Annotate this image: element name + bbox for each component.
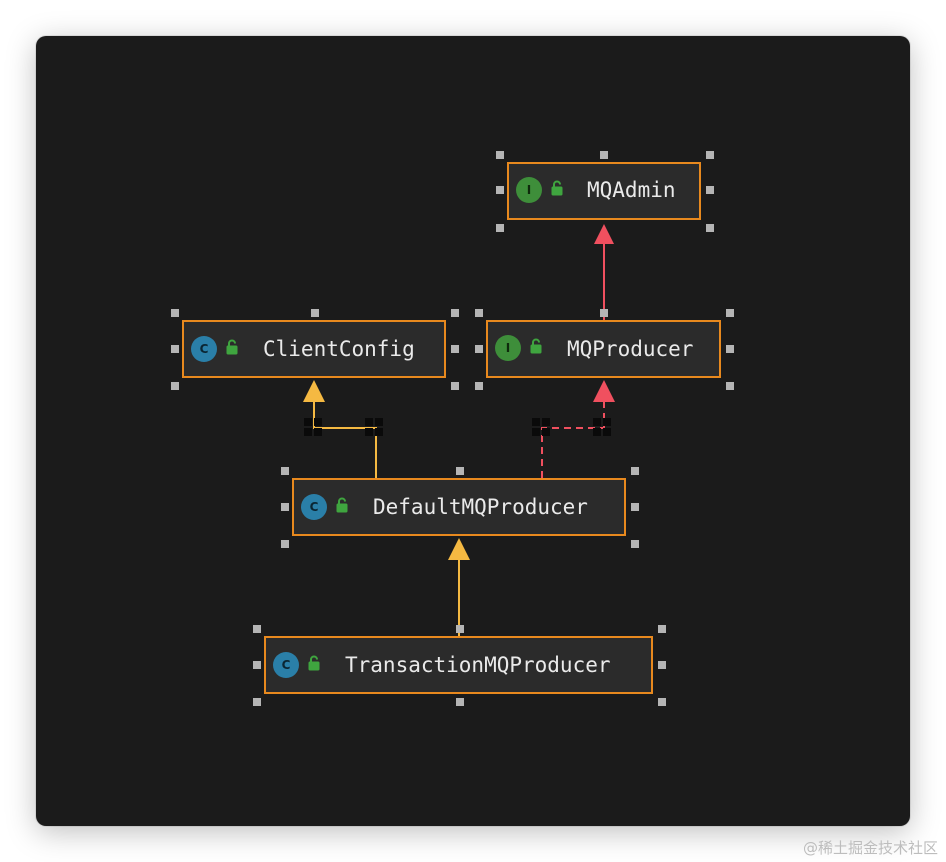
node-label: MQProducer (567, 337, 693, 361)
edge-defaultmqproducer-extends-clientconfig (303, 380, 383, 478)
class-icon: C (191, 336, 217, 362)
edges (303, 224, 615, 636)
node-mqproducer[interactable]: I MQProducer (475, 309, 734, 390)
node-mqadmin[interactable]: I MQAdmin (496, 151, 714, 232)
bend-handle-right (532, 418, 611, 436)
watermark-text: @稀土掘金技术社区 (802, 839, 938, 857)
selection-handles (253, 625, 666, 706)
node-clientconfig[interactable]: C ClientConfig (171, 309, 459, 390)
class-icon: C (301, 494, 327, 520)
selection-handles (281, 467, 639, 548)
edge-mqproducer-extends-mqadmin (594, 224, 614, 320)
edge-defaultmqproducer-implements-mqproducer (532, 380, 615, 478)
svg-text:I: I (527, 183, 531, 197)
selection-handles (475, 309, 734, 390)
node-label: DefaultMQProducer (373, 495, 588, 519)
svg-text:I: I (506, 341, 510, 355)
node-transactionmqproducer[interactable]: C TransactionMQProducer (253, 625, 666, 706)
selection-handles (171, 309, 459, 390)
interface-icon: I (495, 335, 521, 361)
svg-text:C: C (282, 658, 291, 672)
edge-transactionmqproducer-extends-defaultmqproducer (448, 538, 470, 636)
node-label: MQAdmin (587, 178, 676, 202)
svg-text:C: C (200, 342, 209, 356)
node-label: TransactionMQProducer (345, 653, 611, 677)
diagram-canvas: I MQAdmin C ClientConfig (36, 36, 910, 826)
interface-icon: I (516, 177, 542, 203)
node-defaultmqproducer[interactable]: C DefaultMQProducer (281, 467, 639, 548)
bend-handle-left (304, 418, 383, 436)
selection-handles (496, 151, 714, 232)
node-label: ClientConfig (263, 337, 415, 361)
class-icon: C (273, 652, 299, 678)
uml-diagram: I MQAdmin C ClientConfig (171, 151, 734, 706)
svg-text:C: C (310, 500, 319, 514)
